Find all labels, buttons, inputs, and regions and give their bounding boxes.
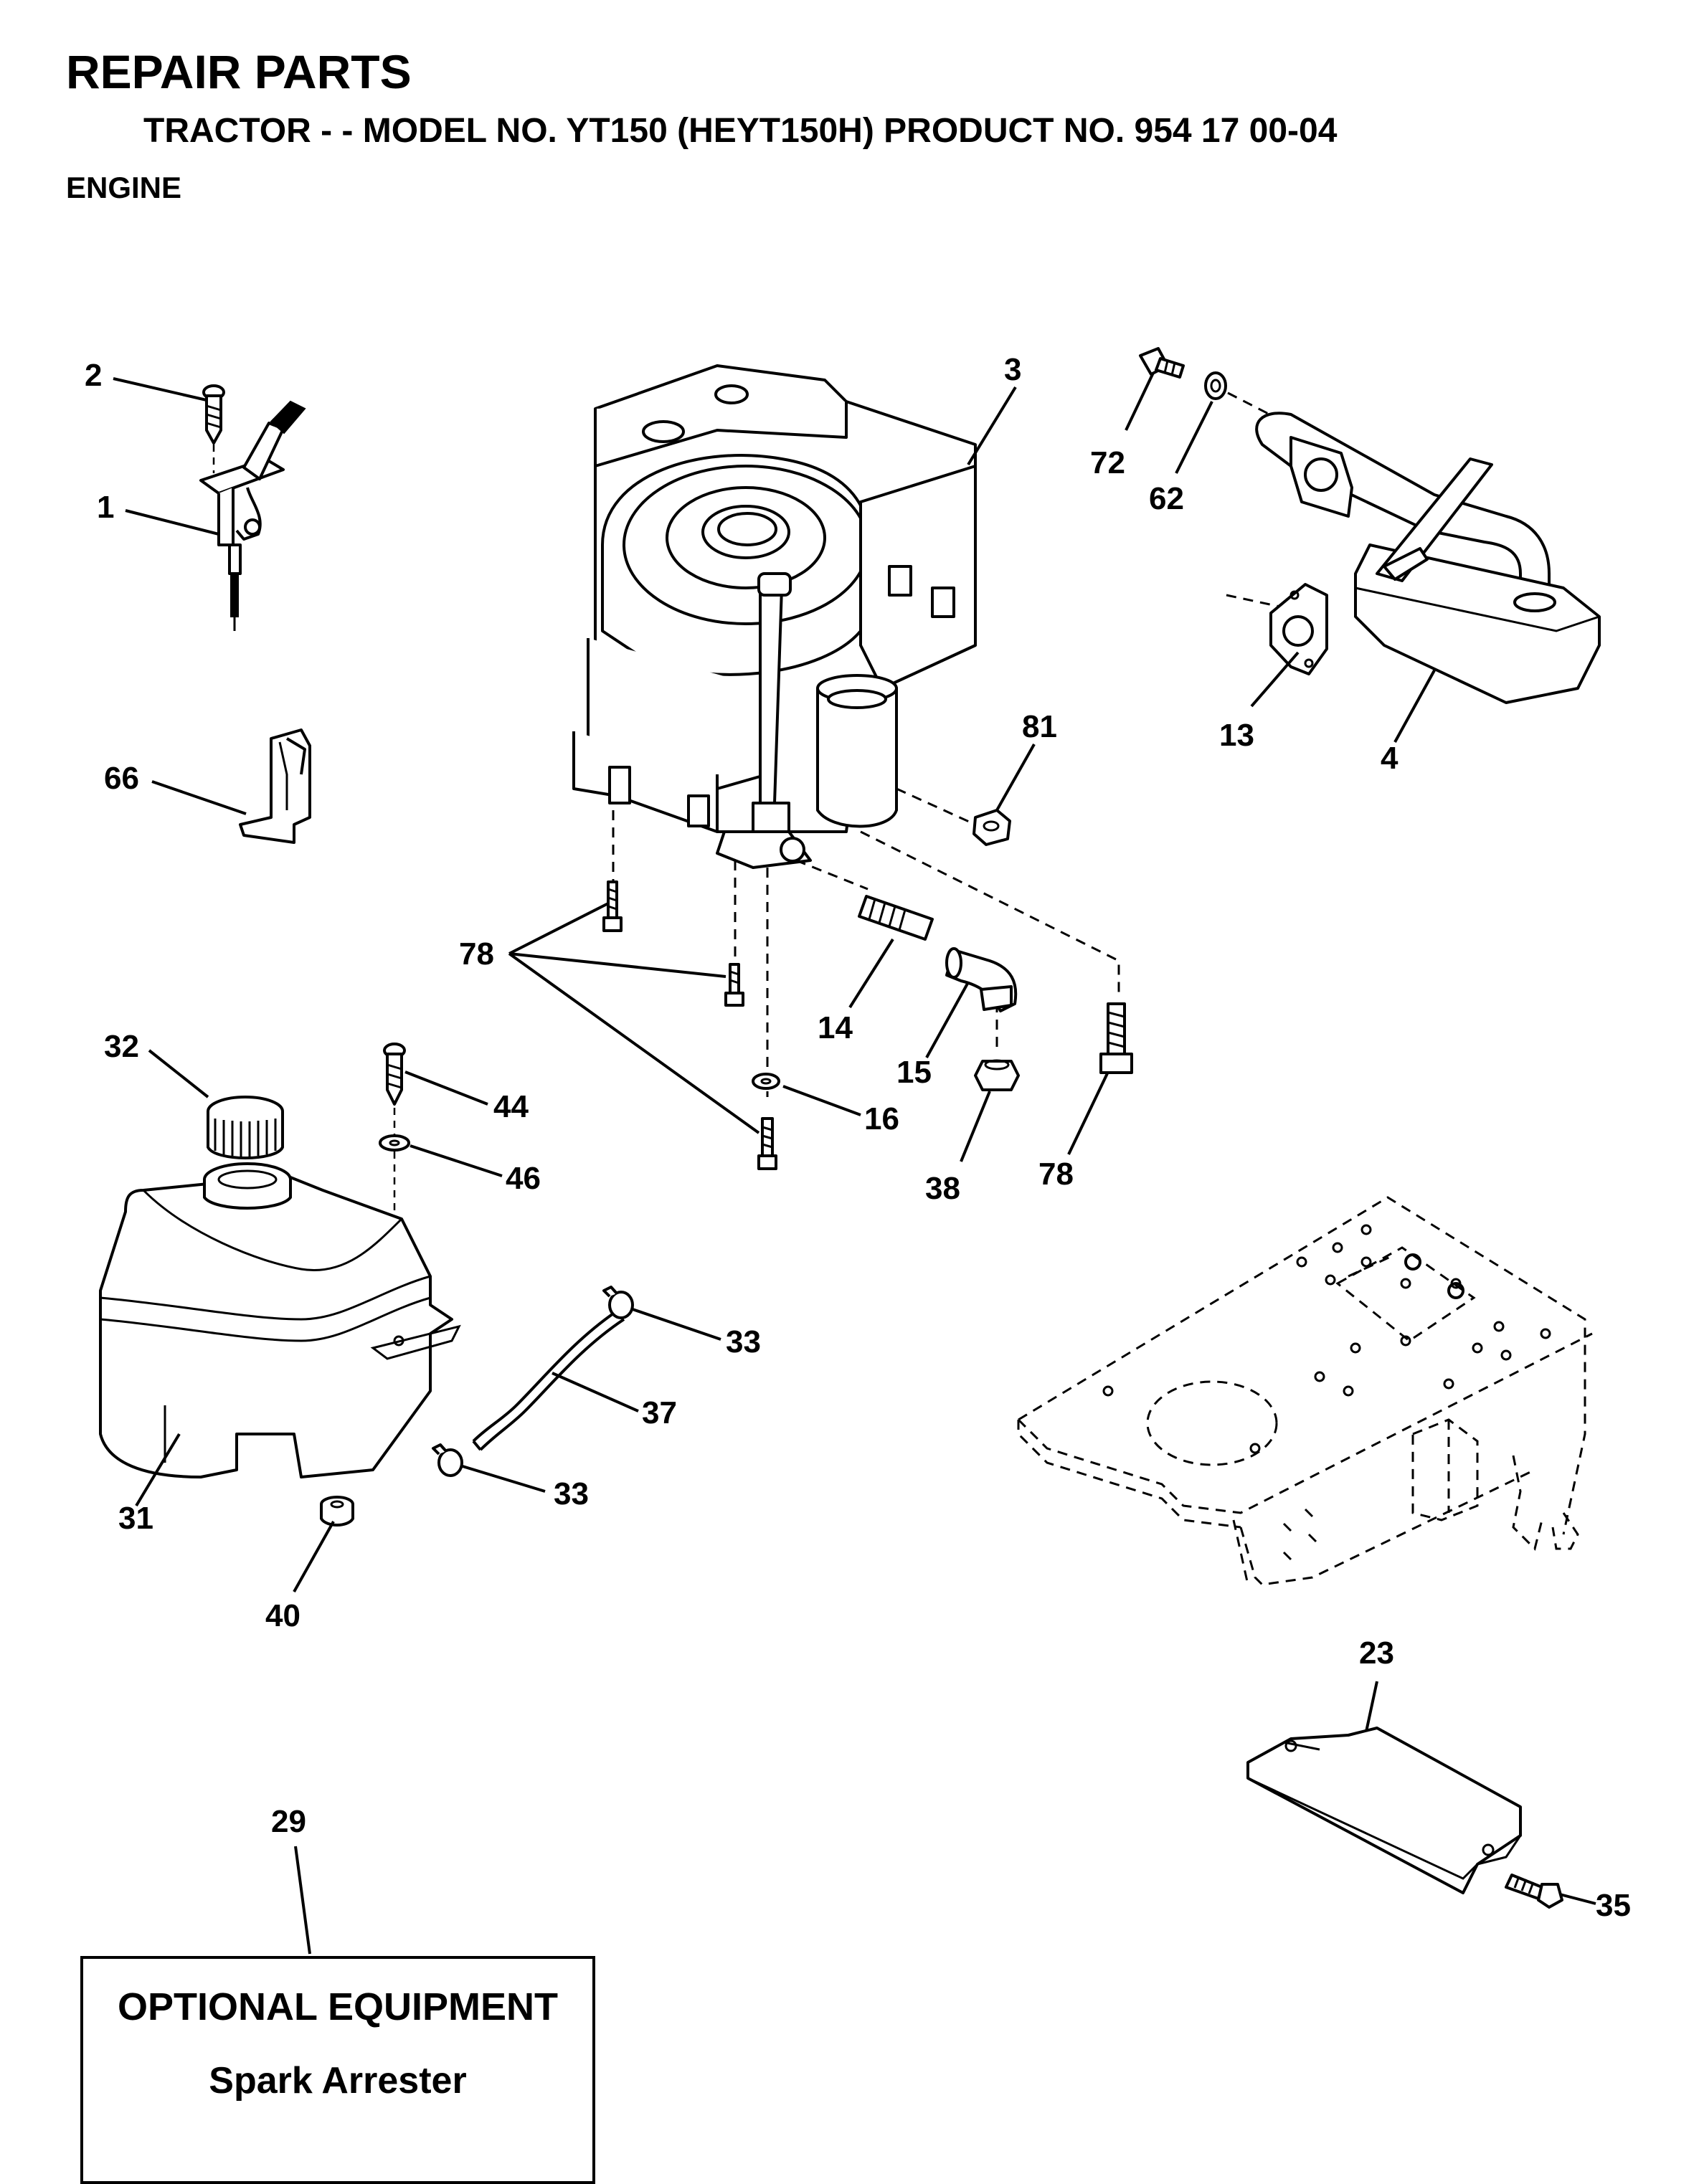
callout-13: 13 (1219, 718, 1254, 753)
part-16-washer (752, 1073, 780, 1090)
part-33-hose-clamps (432, 1286, 634, 1477)
callout-78-group: 78 (459, 936, 494, 972)
part-72-bolt (1139, 347, 1185, 379)
callout-44: 44 (493, 1089, 529, 1124)
part-32-fuel-cap (207, 1096, 284, 1159)
part-37-fuel-line (472, 1311, 625, 1451)
callout-40: 40 (265, 1598, 300, 1633)
part-31-fuel-tank (99, 1162, 461, 1478)
part-13-gasket (1269, 583, 1328, 675)
tractor-frame-reference (1017, 1196, 1593, 1586)
part-78-bolts (602, 880, 1133, 1170)
callout-38: 38 (925, 1171, 960, 1206)
callout-16: 16 (864, 1101, 899, 1136)
callout-66: 66 (104, 761, 139, 796)
optional-equipment-title: OPTIONAL EQUIPMENT (117, 1985, 559, 2028)
callout-81: 81 (1022, 709, 1057, 744)
callout-3: 3 (1004, 352, 1021, 387)
callout-33-upper: 33 (726, 1324, 761, 1359)
callout-32: 32 (104, 1029, 139, 1064)
part-15-elbow (945, 947, 1018, 1012)
part-81-nut (972, 809, 1011, 846)
callout-46: 46 (506, 1161, 541, 1196)
part-4-muffler (1255, 412, 1601, 704)
optional-equipment-box: OPTIONAL EQUIPMENT Spark Arrester (80, 1956, 595, 2184)
part-40-grommet (320, 1496, 354, 1527)
part-66-bracket (239, 728, 311, 844)
callout-37: 37 (642, 1395, 677, 1430)
callout-15: 15 (896, 1055, 932, 1090)
spark-arrester-label: Spark Arrester (209, 2060, 467, 2102)
page-title: REPAIR PARTS (66, 45, 412, 98)
part-38-nut (974, 1059, 1020, 1091)
callout-72: 72 (1090, 445, 1125, 480)
part-62-washer (1204, 371, 1227, 400)
callout-29: 29 (271, 1804, 306, 1839)
part-1-throttle-control (199, 400, 306, 631)
part-23-heat-shield (1246, 1727, 1522, 1894)
part-46-washer (379, 1134, 410, 1152)
model-subtitle: TRACTOR - - MODEL NO. YT150 (HEYT150H) P… (143, 112, 1338, 150)
callout-2: 2 (85, 358, 102, 393)
callout-23: 23 (1359, 1635, 1394, 1671)
part-3-engine (572, 364, 977, 869)
callout-62: 62 (1149, 481, 1184, 516)
callout-1: 1 (97, 490, 114, 525)
section-heading: ENGINE (66, 171, 182, 204)
callout-35: 35 (1596, 1888, 1631, 1923)
callout-4: 4 (1381, 741, 1399, 776)
part-14-nipple (858, 895, 934, 941)
leader-lines (113, 372, 1596, 1955)
callout-78-single: 78 (1038, 1157, 1074, 1192)
callout-14: 14 (818, 1010, 853, 1045)
part-2-screw (202, 384, 225, 473)
part-44-screw (383, 1043, 406, 1106)
callout-33-lower: 33 (554, 1476, 589, 1511)
part-35-screw (1505, 1874, 1563, 1909)
callout-31: 31 (118, 1501, 153, 1536)
